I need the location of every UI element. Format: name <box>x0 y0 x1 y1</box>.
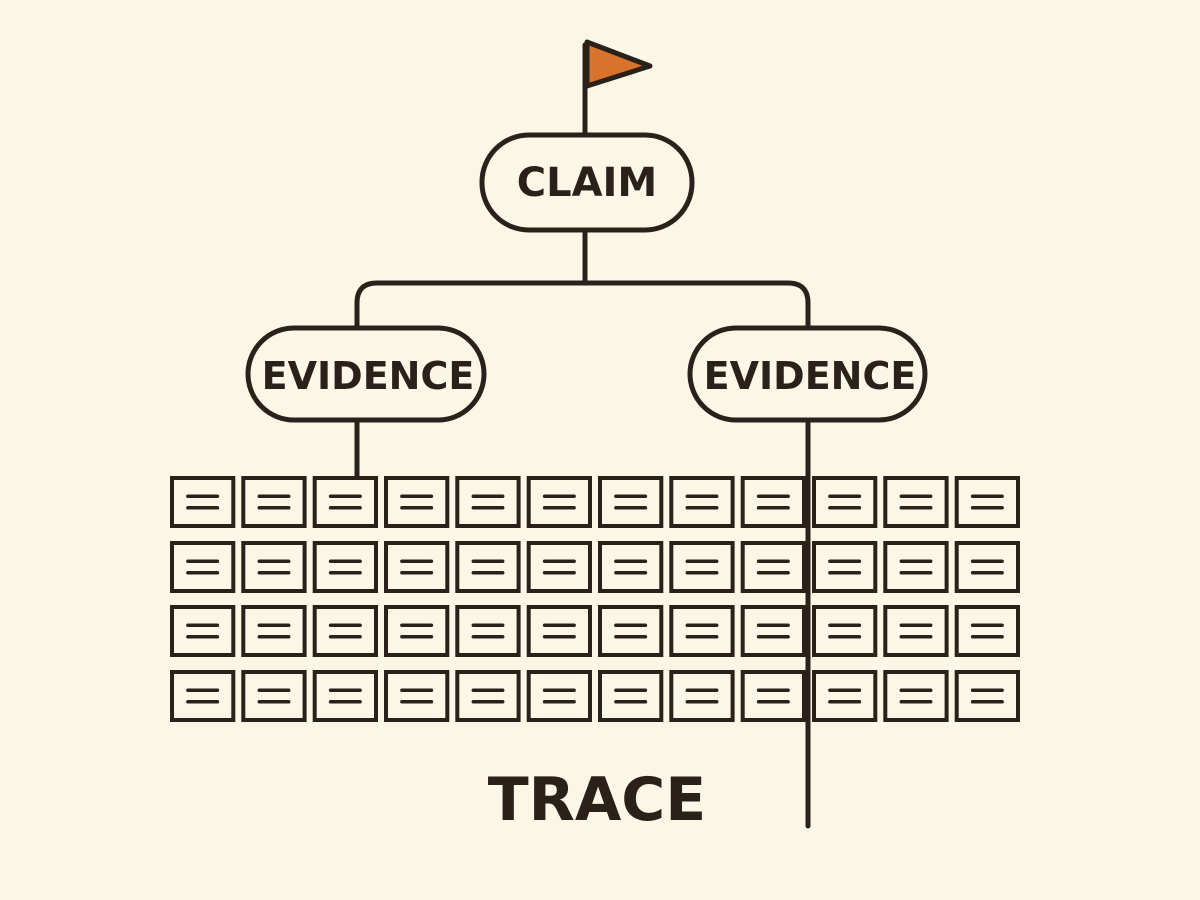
document-icon <box>526 670 593 722</box>
document-icon <box>740 605 807 657</box>
document-icon <box>812 670 878 722</box>
claim-node: CLAIM <box>479 132 695 233</box>
document-icon <box>526 605 593 657</box>
document-icon <box>384 476 450 528</box>
document-icon <box>598 476 664 528</box>
document-icon <box>669 541 735 593</box>
document-icon <box>883 670 949 722</box>
document-icon <box>241 541 307 593</box>
document-icon <box>384 541 450 593</box>
document-icon <box>740 476 807 528</box>
document-icon <box>954 670 1021 722</box>
document-icon <box>526 541 593 593</box>
document-icon <box>526 476 593 528</box>
document-icon <box>170 605 236 657</box>
document-icon <box>455 541 521 593</box>
document-icon <box>669 670 735 722</box>
document-icon <box>669 476 735 528</box>
document-icon <box>312 670 379 722</box>
evidence-node-left: EVIDENCE <box>245 325 487 423</box>
document-icon <box>312 541 379 593</box>
document-icon <box>812 605 878 657</box>
document-icon <box>384 670 450 722</box>
document-icon <box>598 605 664 657</box>
document-icon <box>812 476 878 528</box>
document-icon <box>883 605 949 657</box>
evidence-node-right: EVIDENCE <box>687 325 928 423</box>
document-icon <box>669 605 735 657</box>
document-grid <box>170 476 1021 722</box>
document-icon <box>312 605 379 657</box>
flag-icon <box>582 39 653 138</box>
document-icon <box>170 476 236 528</box>
document-icon <box>241 605 307 657</box>
document-icon <box>954 541 1021 593</box>
document-icon <box>954 476 1021 528</box>
document-icon <box>740 670 807 722</box>
document-icon <box>455 476 521 528</box>
trace-label: TRACE <box>488 765 707 835</box>
document-icon <box>170 541 236 593</box>
document-icon <box>312 476 379 528</box>
diagram-edges <box>354 227 811 829</box>
document-icon <box>455 605 521 657</box>
document-icon <box>598 541 664 593</box>
document-icon <box>455 670 521 722</box>
claim-label: CLAIM <box>517 160 658 206</box>
document-icon <box>883 476 949 528</box>
evidence-right-label: EVIDENCE <box>704 354 917 398</box>
edge-branch <box>354 280 811 331</box>
document-icon <box>812 541 878 593</box>
document-icon <box>598 670 664 722</box>
document-icon <box>384 605 450 657</box>
evidence-left-label: EVIDENCE <box>262 354 475 398</box>
document-icon <box>170 670 236 722</box>
document-icon <box>241 670 307 722</box>
document-icon <box>241 476 307 528</box>
document-icon <box>740 541 807 593</box>
document-icon <box>883 541 949 593</box>
document-icon <box>954 605 1021 657</box>
